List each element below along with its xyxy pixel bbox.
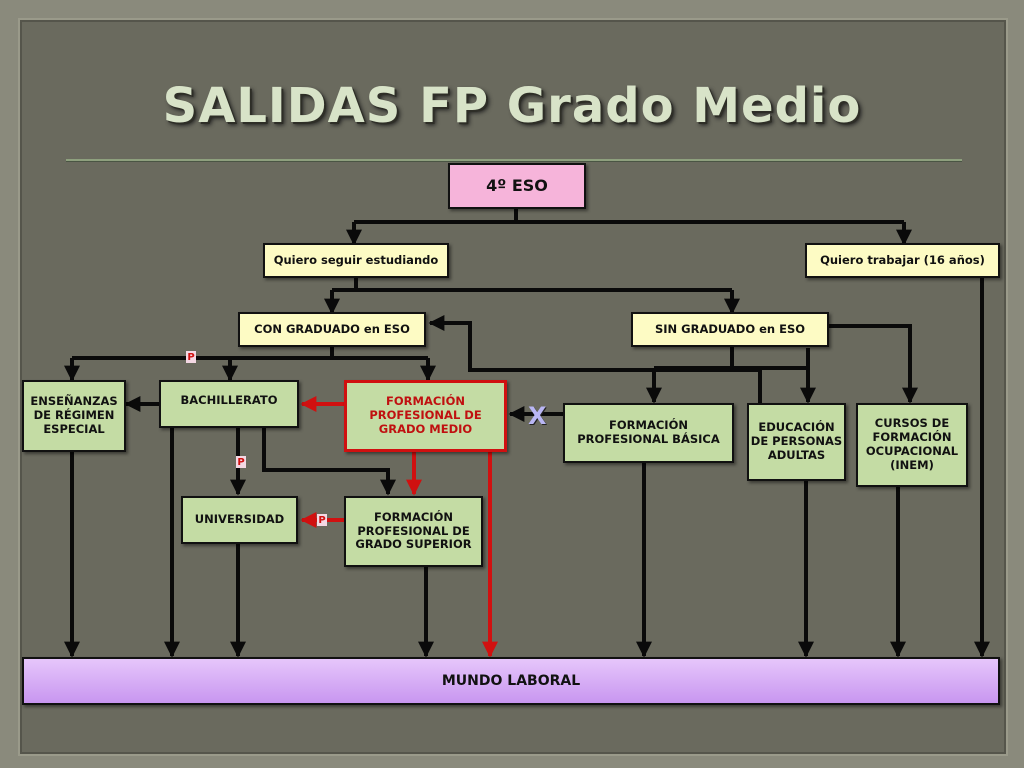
node-fp-grado-superior: FORMACIÓN PROFESIONAL DE GRADO SUPERIOR bbox=[344, 496, 483, 567]
node-educacion-adultos: EDUCACIÓN DE PERSONAS ADULTAS bbox=[747, 403, 846, 481]
node-seguir-estudiando: Quiero seguir estudiando bbox=[263, 243, 449, 278]
node-fp-basica: FORMACIÓN PROFESIONAL BÁSICA bbox=[563, 403, 734, 463]
node-cursos-formacion-ocupacional: CURSOS DE FORMACIÓN OCUPACIONAL (INEM) bbox=[856, 403, 968, 487]
line-adultos-to-con bbox=[428, 315, 762, 404]
node-4-eso: 4º ESO bbox=[448, 163, 586, 209]
node-sin-graduado: SIN GRADUADO en ESO bbox=[631, 312, 829, 347]
prueba-mark-superior: P bbox=[317, 514, 327, 526]
node-con-graduado: CON GRADUADO en ESO bbox=[238, 312, 426, 347]
title-divider bbox=[66, 159, 962, 162]
node-fp-grado-medio: FORMACIÓN PROFESIONAL DE GRADO MEDIO bbox=[344, 380, 507, 452]
line-bach-to-sup bbox=[262, 428, 396, 496]
node-universidad: UNIVERSIDAD bbox=[181, 496, 298, 544]
node-bachillerato: BACHILLERATO bbox=[159, 380, 299, 428]
prueba-mark-universidad: P bbox=[236, 456, 246, 468]
line-sin-to-cursos bbox=[828, 324, 918, 404]
prueba-mark-bachillerato: P bbox=[186, 351, 196, 363]
page-title: SALIDAS FP Grado Medio bbox=[162, 78, 862, 134]
node-mundo-laboral: MUNDO LABORAL bbox=[22, 657, 1000, 705]
node-ensenanzas-regimen-especial: ENSEÑANZAS DE RÉGIMEN ESPECIAL bbox=[22, 380, 126, 452]
x-mark-fp-basica: X bbox=[528, 402, 547, 430]
node-quiero-trabajar: Quiero trabajar (16 años) bbox=[805, 243, 1000, 278]
